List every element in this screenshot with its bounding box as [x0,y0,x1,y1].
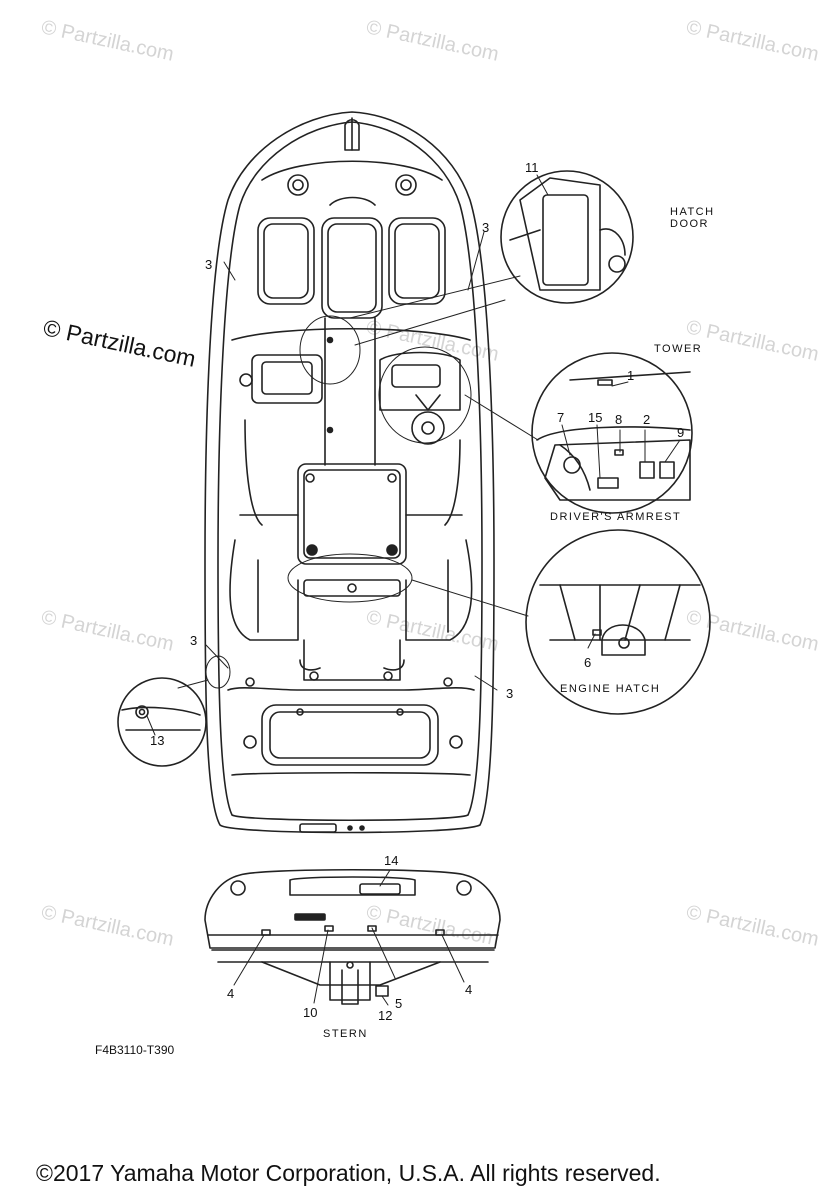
detail-stern-side [117,677,207,767]
stern-view [204,868,501,1005]
callout-3: 3 [506,686,514,701]
callout-10: 10 [303,1005,318,1020]
callout-6: 6 [584,655,592,670]
figure-code: F4B3110-T390 [95,1043,175,1057]
callout-3: 3 [482,220,490,235]
detail-hatch-door [500,170,634,304]
caption-hatch-door: DOOR [670,218,709,230]
callout-15: 15 [588,410,603,425]
callout-8: 8 [615,412,623,427]
callout-1: 1 [627,368,635,383]
callout-14: 14 [384,853,399,868]
callout-5: 5 [395,996,403,1011]
callout-11: 11 [525,160,539,175]
copyright-notice: ©2017 Yamaha Motor Corporation, U.S.A. A… [36,1160,661,1186]
caption-stern: STERN [323,1028,368,1040]
caption-engine-hatch: ENGINE HATCH [560,683,661,695]
callout-4: 4 [227,986,235,1001]
callout-3: 3 [190,633,198,648]
leader-lines [146,174,681,1006]
caption-tower: TOWER [654,343,703,355]
detail-drivers-armrest [531,352,693,514]
callout-12: 12 [378,1008,393,1023]
detail-engine-hatch [525,529,711,715]
callout-2: 2 [643,412,651,427]
callout-9: 9 [677,425,685,440]
boat-hull [204,111,495,834]
callout-13: 13 [150,733,165,748]
caption-hatch-door: HATCH [670,206,715,218]
caption-drivers-armrest: DRIVER'S ARMREST [550,511,682,523]
callout-4: 4 [465,982,473,997]
callout-7: 7 [557,410,565,425]
callout-3: 3 [205,257,213,272]
